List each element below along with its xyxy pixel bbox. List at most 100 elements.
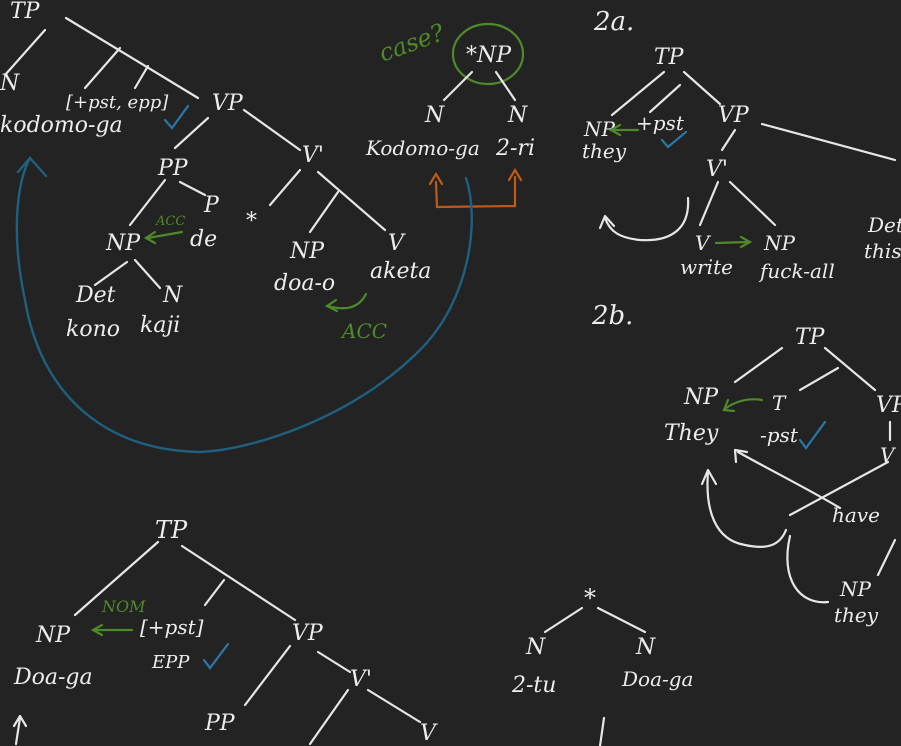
arrowhead-icon [143, 230, 157, 245]
label-2b: 2b. [591, 301, 633, 331]
branch [720, 128, 737, 152]
branch [698, 180, 720, 227]
branch [3, 28, 47, 77]
ungrammatical-star: * [246, 209, 257, 234]
arrowhead-icon [700, 468, 718, 486]
branch [733, 346, 784, 384]
movement-line [736, 450, 842, 510]
node-v: V [388, 231, 406, 256]
branch [682, 70, 722, 106]
branch [173, 116, 210, 150]
node-tp: TP [155, 516, 188, 544]
arrowhead-icon [722, 398, 736, 413]
arrowhead-icon [733, 448, 749, 464]
node-v: V [420, 721, 438, 746]
node-tpst: [+pst] [140, 615, 204, 639]
node-tp: TP [654, 45, 685, 70]
arrowhead-icon [428, 171, 444, 186]
node-vp: VP [718, 103, 750, 128]
node-n: N [0, 71, 20, 96]
branch [788, 460, 890, 517]
branch [648, 83, 682, 114]
stroke [598, 716, 606, 746]
node-pp: PP [157, 156, 189, 181]
tree4: * N N 2-tu Doa-ga [511, 584, 693, 746]
arrowhead-icon [507, 167, 523, 182]
node-n-left: N [424, 103, 445, 128]
node-v-partial: V [880, 443, 897, 467]
word-pst: -pst [760, 423, 799, 447]
branch [73, 540, 160, 617]
word-doa-ga: Doa-ga [621, 667, 693, 691]
word-de: de [190, 227, 217, 252]
branch [83, 46, 122, 90]
node-tp: TP [10, 0, 41, 24]
word-have: have [832, 503, 880, 527]
nom-label: NOM [101, 597, 146, 616]
branch [876, 538, 897, 577]
ungrammatical-star: * [584, 584, 596, 612]
branch [442, 70, 474, 102]
word-they: they [582, 139, 627, 163]
branch [610, 70, 666, 117]
node-tp: TP [795, 325, 826, 350]
node-v: V [695, 231, 712, 255]
word-subject: kodomo-ga [0, 113, 123, 138]
green-arrow [146, 230, 184, 240]
node-vp-partial: VP [876, 393, 901, 418]
blue-movement-arrow [15, 156, 473, 454]
node-det: Det [75, 283, 116, 308]
arrowhead-icon [12, 714, 28, 728]
tree1: TP N kodomo-ga [+pst, epp] VP PP P NP AC… [0, 0, 431, 343]
branch [133, 258, 162, 290]
branch [93, 260, 129, 287]
acc-label: ACC [340, 319, 387, 343]
arrowhead-icon [16, 156, 48, 178]
node-np: NP [683, 385, 719, 410]
checkmark-icon [163, 104, 190, 130]
tree3: TP NP NOM [+pst] Doa-ga EPP VP V' PP V [12, 516, 438, 746]
orange-bracket [434, 175, 517, 209]
movement-arrow [14, 716, 22, 746]
word-they: They [664, 421, 719, 446]
word-object: fuck-all [758, 259, 835, 283]
word-futari: 2-tu [511, 673, 556, 698]
label-2a: 2a. [593, 7, 634, 37]
branch [798, 366, 840, 392]
word-epp: EPP [151, 652, 190, 673]
arrowhead-icon [608, 123, 622, 137]
arrowhead-icon [90, 623, 104, 637]
word-futari: 2-ri [495, 136, 535, 161]
branch [823, 346, 877, 392]
word-write: write [680, 255, 733, 279]
word-doa-ga: Doa-ga [13, 665, 93, 690]
branch [268, 168, 302, 207]
example-2a: 2a. TP NP +pst VP they V' V NP write fuc… [582, 7, 901, 283]
branch [596, 606, 647, 634]
node-star-np: *NP [466, 43, 512, 68]
branch [243, 644, 292, 707]
node-n-right: N [635, 635, 656, 660]
node-vp: VP [212, 91, 244, 116]
node-vbar: V' [302, 143, 324, 168]
circle-annotation [451, 22, 525, 86]
node-t: T [772, 391, 787, 415]
movement-line [786, 534, 830, 604]
arrowhead-icon [598, 214, 616, 230]
branch [308, 190, 340, 234]
branch [316, 170, 387, 232]
tree2: case? *NP N N Kodomo-ga 2-ri [365, 18, 535, 209]
word-they2: they [834, 603, 879, 627]
movement-arrow [706, 470, 788, 548]
node-vbar: V' [706, 157, 728, 182]
green-arrow [714, 240, 750, 245]
node-np2: NP [839, 577, 872, 601]
node-np2: NP [289, 239, 325, 264]
word-kono: kono [66, 317, 120, 342]
word-doa-o: doa-o [274, 271, 335, 296]
node-n2: N [162, 283, 183, 308]
branch [178, 180, 207, 197]
node-np2: NP [763, 231, 796, 255]
word-this-partial: this [864, 239, 901, 263]
